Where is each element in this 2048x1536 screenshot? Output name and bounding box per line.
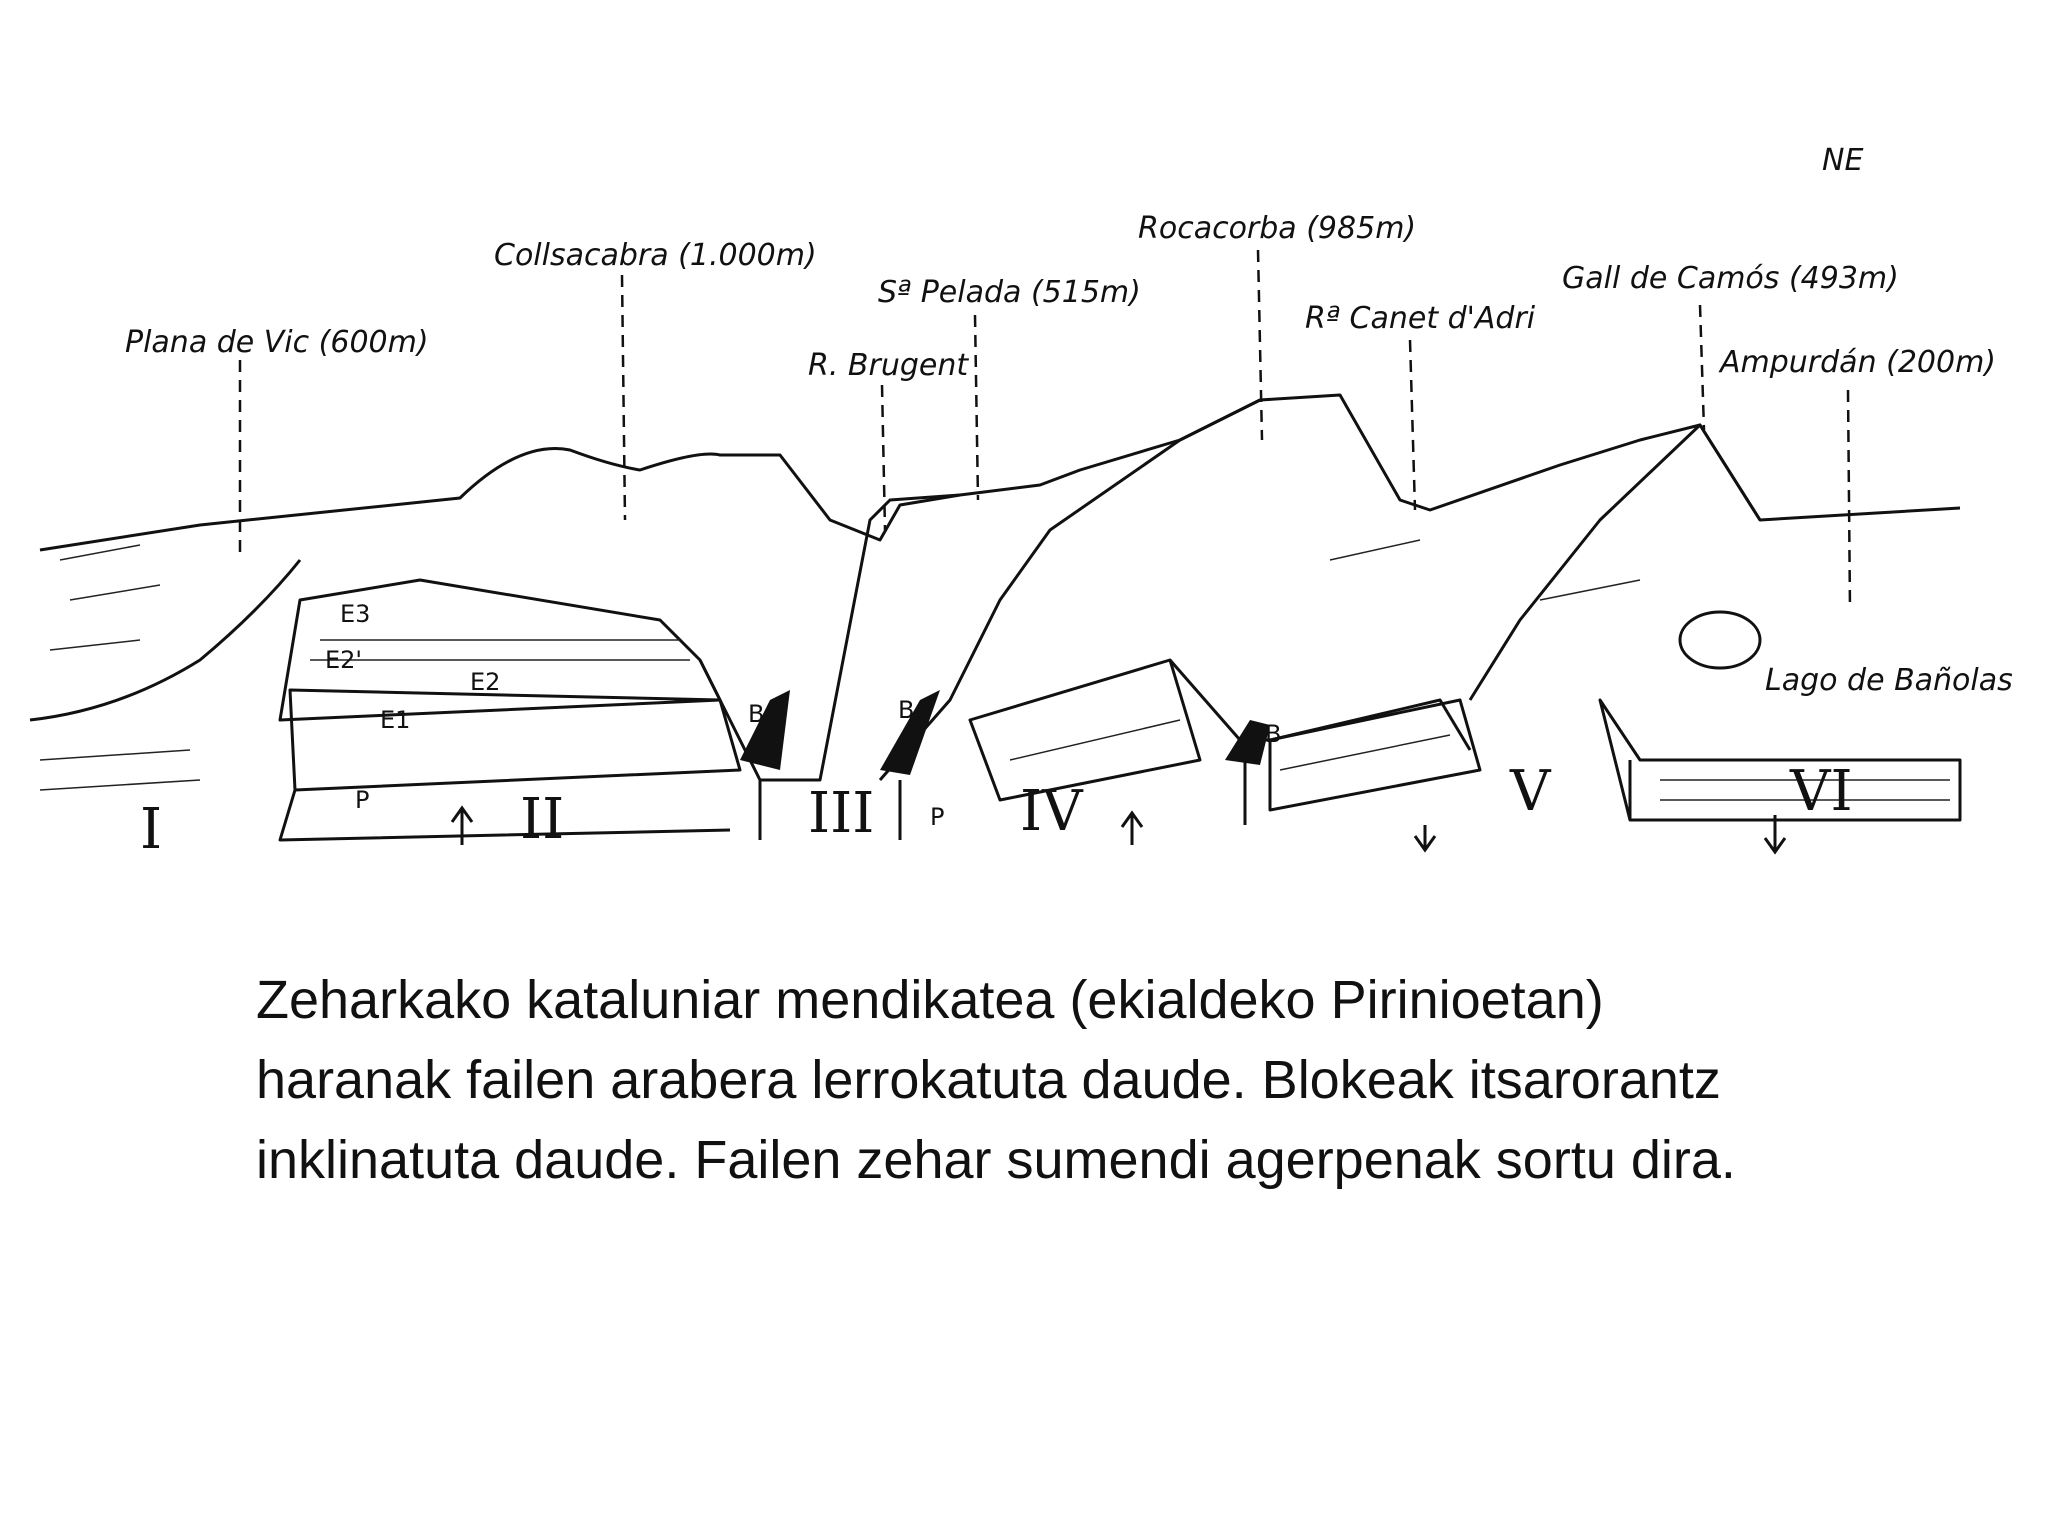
leader-ra-canet: [1408, 339, 1417, 511]
hatch-2: [69, 584, 161, 601]
block-label-v: V: [1509, 759, 1552, 824]
basalt-intrusion-3: [1225, 720, 1270, 765]
layer-label-e3: E3: [340, 600, 370, 628]
label-ra-canet: Rª Canet d'Adri: [1305, 301, 1536, 336]
layer-label-p-ii: P: [355, 786, 369, 814]
block-label-ii: II: [520, 787, 564, 852]
layer-label-e2-prime: E2': [325, 646, 362, 674]
fault-rocacorba: [1168, 659, 1472, 751]
layer-label-b-1: B: [748, 700, 764, 728]
label-sa-pelada: Sª Pelada (515m): [878, 275, 1141, 310]
block-ii-base: [288, 688, 742, 792]
hatch-12: [1329, 539, 1421, 561]
leader-ampurdan: [1846, 389, 1852, 611]
leader-gall-de-camos: [1698, 304, 1706, 431]
leader-rocacorba: [1256, 249, 1264, 441]
block-iv-base: [968, 658, 1202, 802]
label-ampurdan: Ampurdán (200m): [1718, 345, 1996, 380]
label-collsacabra: Collsacabra (1.000m): [494, 238, 817, 273]
hatch-5: [39, 779, 201, 791]
plain-left: [29, 559, 302, 722]
label-rocacorba: Rocacorba (985m): [1138, 211, 1416, 246]
layer-label-p-iii: P: [930, 803, 944, 831]
arrow-up-iv: [1120, 810, 1144, 845]
block-v: [1268, 698, 1482, 812]
arrow-up-ii: [450, 805, 474, 845]
relief-outline: [39, 393, 1961, 552]
caption: Zeharkako kataluniar mendikatea (ekialde…: [256, 960, 1956, 1200]
block-label-vi: VI: [1789, 759, 1853, 824]
caption-line-2: haranak failen arabera lerrokatuta daude…: [256, 1050, 1721, 1110]
leader-sa-pelada: [973, 314, 980, 501]
leader-r-brugent: [880, 384, 887, 531]
label-plana-de-vic: Plana de Vic (600m): [125, 325, 429, 360]
layer-label-e2: E2: [470, 668, 500, 696]
label-direction: NE: [1822, 143, 1863, 178]
leader-collsacabra: [620, 274, 627, 521]
hatch-13: [1539, 579, 1641, 601]
block-label-i: I: [140, 797, 162, 862]
block-ii-bottom: [278, 789, 731, 842]
block-vi: [1598, 698, 1962, 822]
label-r-brugent: R. Brugent: [808, 348, 969, 383]
basalt-intrusion-2: [880, 690, 940, 775]
geologic-block-diagram: NE Plana de Vic (600m) Collsacabra (1.00…: [29, 143, 2013, 862]
layer-label-e1: E1: [380, 706, 410, 734]
caption-line-1: Zeharkako kataluniar mendikatea (ekialde…: [256, 970, 1604, 1030]
layer-label-b-3: B: [1265, 720, 1281, 748]
block-label-iii: III: [808, 781, 874, 846]
gall-de-camos-ridge: [1468, 423, 1762, 701]
rocacorba-slope: [878, 398, 1261, 781]
hatch-9: [1279, 734, 1451, 771]
label-lago-de-banolas: Lago de Bañolas: [1765, 663, 2013, 698]
lago-de-banolas: [1678, 610, 1762, 670]
hatch-3: [49, 639, 141, 651]
hatch-8: [1009, 719, 1181, 761]
basalt-intrusion-1: [740, 690, 790, 770]
block-label-iv: IV: [1020, 779, 1084, 844]
arrow-down-v: [1413, 825, 1437, 853]
caption-line-3: inklinatuta daude. Failen zehar sumendi …: [256, 1130, 1736, 1190]
arrow-down-vi: [1763, 815, 1787, 855]
hatch-1: [59, 544, 141, 561]
label-gall-de-camos: Gall de Camós (493m): [1562, 261, 1899, 296]
layer-label-b-2: B: [898, 696, 914, 724]
hatch-4: [39, 749, 191, 761]
